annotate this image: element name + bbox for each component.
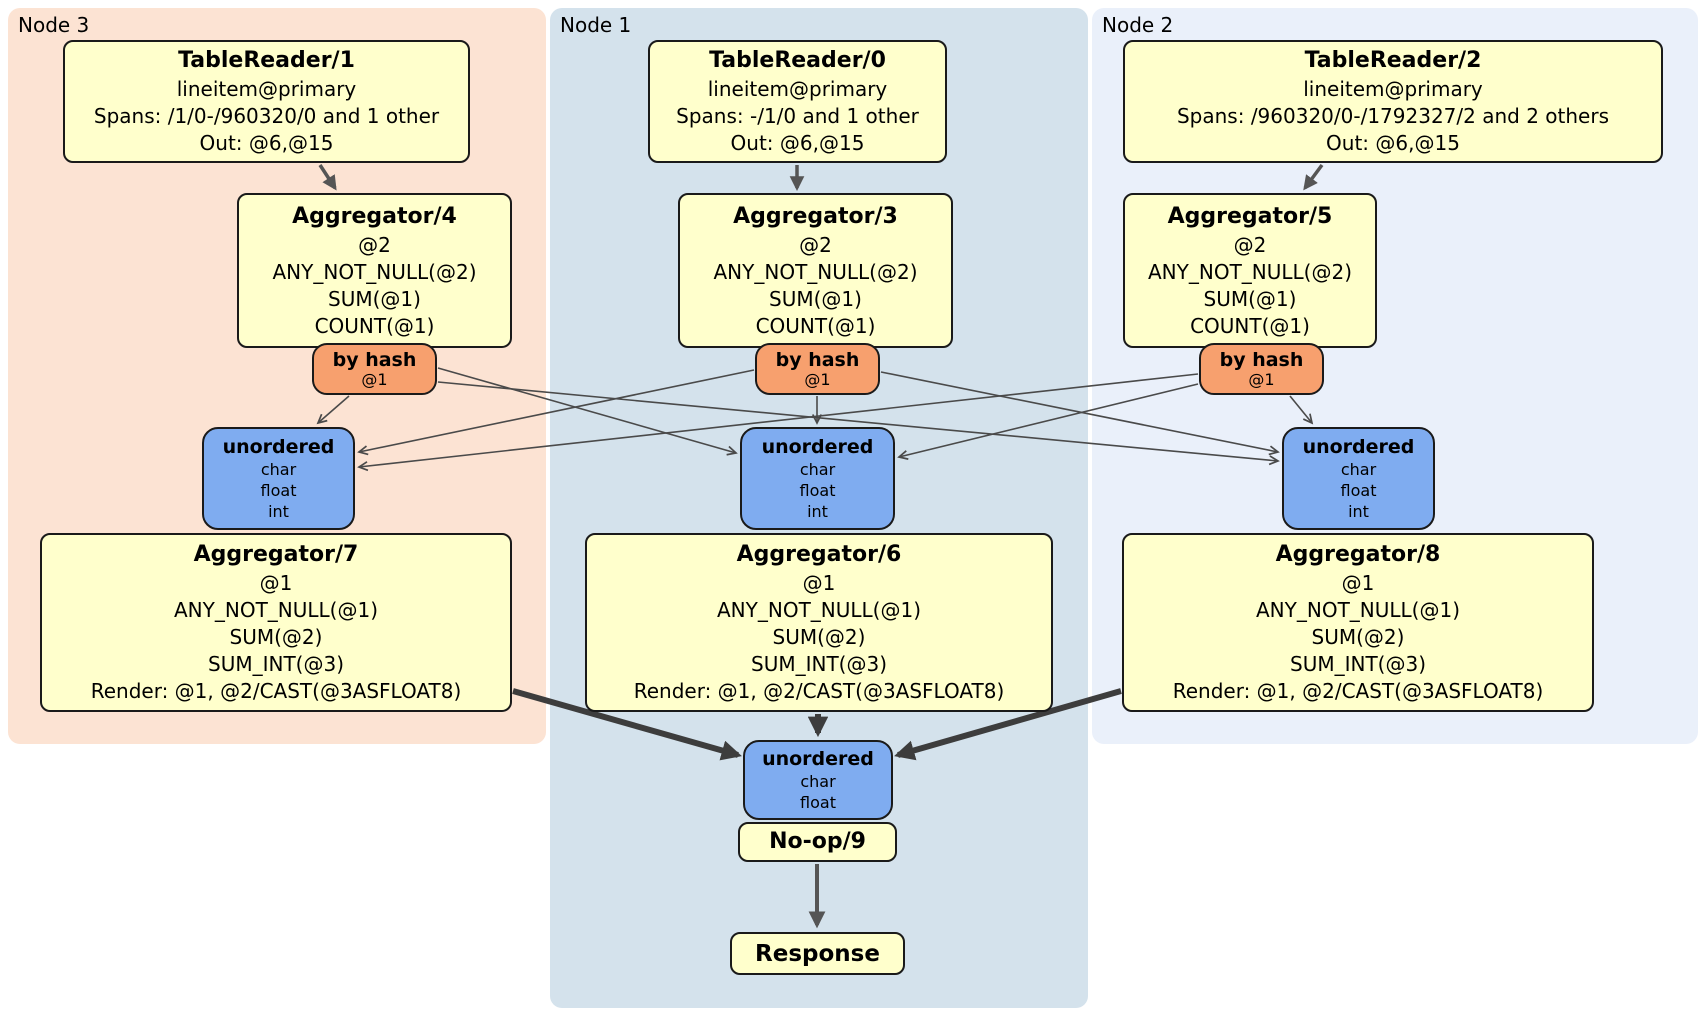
- agg-fn: COUNT(@1): [1190, 313, 1310, 338]
- processor-aggregator-6: Aggregator/6 @1 ANY_NOT_NULL(@1) SUM(@2)…: [585, 533, 1053, 712]
- processor-out: Out: @6,@15: [730, 131, 865, 155]
- processor-title: Aggregator/5: [1167, 203, 1333, 229]
- sync-type: float: [799, 480, 836, 500]
- agg-fn: SUM(@2): [772, 625, 866, 649]
- agg-fn: ANY_NOT_NULL(@2): [1148, 259, 1352, 284]
- render-expr: Render: @1, @2/CAST(@3ASFLOAT8): [90, 679, 462, 703]
- sync-unordered-final: unordered char float: [743, 740, 893, 820]
- response-box: Response: [730, 932, 905, 975]
- sync-title: unordered: [762, 747, 874, 770]
- group-cols: @2: [358, 232, 391, 257]
- router-by-hash-node2: by hash @1: [1199, 343, 1324, 395]
- router-columns: @1: [1248, 370, 1275, 389]
- router-title: by hash: [1219, 349, 1304, 371]
- group-cols: @1: [259, 571, 293, 595]
- render-expr: Render: @1, @2/CAST(@3ASFLOAT8): [633, 679, 1005, 703]
- sync-unordered-node3: unordered char float int: [202, 427, 355, 530]
- processor-title: No-op/9: [769, 829, 866, 854]
- sync-type: float: [800, 792, 836, 812]
- sync-type: char: [260, 459, 297, 479]
- sync-title: unordered: [761, 435, 874, 458]
- processor-title: Aggregator/8: [1275, 542, 1441, 567]
- group-cols: @2: [1233, 232, 1267, 257]
- sync-type: char: [800, 771, 836, 791]
- sync-type: char: [1340, 459, 1377, 479]
- sync-type: int: [268, 501, 289, 521]
- agg-fn: ANY_NOT_NULL(@1): [717, 598, 921, 622]
- node2-label: Node 2: [1102, 13, 1174, 37]
- processor-out: Out: @6,@15: [199, 131, 334, 155]
- agg-fn: COUNT(@1): [755, 313, 876, 338]
- agg-fn: ANY_NOT_NULL(@1): [174, 598, 378, 622]
- agg-fn: SUM(@1): [769, 286, 862, 311]
- agg-fn: ANY_NOT_NULL(@1): [1256, 598, 1460, 622]
- processor-aggregator-8: Aggregator/8 @1 ANY_NOT_NULL(@1) SUM(@2)…: [1122, 533, 1594, 712]
- processor-title: TableReader/1: [178, 48, 355, 73]
- sync-type: float: [260, 480, 297, 500]
- agg-fn: ANY_NOT_NULL(@2): [713, 259, 918, 284]
- group-cols: @2: [799, 232, 832, 257]
- processor-spans: Spans: -/1/0 and 1 other: [676, 104, 919, 128]
- sync-type: int: [807, 501, 828, 521]
- agg-fn: COUNT(@1): [314, 313, 435, 338]
- node3-label: Node 3: [18, 13, 90, 37]
- node1-label: Node 1: [560, 13, 632, 37]
- sync-unordered-node1: unordered char float int: [740, 427, 895, 530]
- processor-tablereader-0: TableReader/0 lineitem@primary Spans: -/…: [648, 40, 947, 163]
- agg-fn: SUM_INT(@3): [751, 652, 887, 676]
- response-title: Response: [755, 940, 880, 967]
- agg-fn: SUM(@1): [1203, 286, 1297, 311]
- processor-aggregator-5: Aggregator/5 @2 ANY_NOT_NULL(@2) SUM(@1)…: [1123, 193, 1377, 348]
- agg-fn: SUM_INT(@3): [208, 652, 344, 676]
- router-by-hash-node3: by hash @1: [312, 343, 437, 395]
- processor-index: lineitem@primary: [707, 77, 888, 101]
- processor-aggregator-4: Aggregator/4 @2 ANY_NOT_NULL(@2) SUM(@1)…: [237, 193, 512, 348]
- processor-title: TableReader/0: [709, 48, 886, 73]
- sync-type: float: [1340, 480, 1377, 500]
- processor-title: TableReader/2: [1304, 48, 1482, 73]
- sync-unordered-node2: unordered char float int: [1282, 427, 1435, 530]
- processor-title: Aggregator/6: [736, 542, 902, 567]
- processor-aggregator-7: Aggregator/7 @1 ANY_NOT_NULL(@1) SUM(@2)…: [40, 533, 512, 712]
- router-columns: @1: [361, 370, 388, 389]
- processor-index: lineitem@primary: [1303, 77, 1483, 101]
- agg-fn: SUM_INT(@3): [1290, 652, 1426, 676]
- processor-title: Aggregator/4: [292, 203, 457, 229]
- router-title: by hash: [775, 349, 860, 371]
- processor-aggregator-3: Aggregator/3 @2 ANY_NOT_NULL(@2) SUM(@1)…: [678, 193, 953, 348]
- group-cols: @1: [1341, 571, 1375, 595]
- processor-spans: Spans: /1/0-/960320/0 and 1 other: [93, 104, 440, 128]
- agg-fn: SUM(@1): [328, 286, 421, 311]
- processor-title: Aggregator/3: [733, 203, 898, 229]
- router-by-hash-node1: by hash @1: [755, 343, 880, 395]
- processor-spans: Spans: /960320/0-/1792327/2 and 2 others: [1176, 104, 1609, 128]
- agg-fn: SUM(@2): [229, 625, 323, 649]
- processor-index: lineitem@primary: [176, 77, 357, 101]
- router-columns: @1: [804, 370, 831, 389]
- processor-tablereader-1: TableReader/1 lineitem@primary Spans: /1…: [63, 40, 470, 163]
- sync-type: int: [1348, 501, 1369, 521]
- processor-noop-9: No-op/9: [738, 822, 897, 862]
- sync-type: char: [799, 459, 836, 479]
- router-title: by hash: [332, 349, 417, 371]
- group-cols: @1: [802, 571, 836, 595]
- processor-title: Aggregator/7: [193, 542, 359, 567]
- render-expr: Render: @1, @2/CAST(@3ASFLOAT8): [1172, 679, 1544, 703]
- processor-out: Out: @6,@15: [1326, 131, 1460, 155]
- processor-tablereader-2: TableReader/2 lineitem@primary Spans: /9…: [1123, 40, 1663, 163]
- agg-fn: ANY_NOT_NULL(@2): [272, 259, 477, 284]
- agg-fn: SUM(@2): [1311, 625, 1405, 649]
- sync-title: unordered: [1302, 435, 1415, 458]
- sync-title: unordered: [222, 435, 335, 458]
